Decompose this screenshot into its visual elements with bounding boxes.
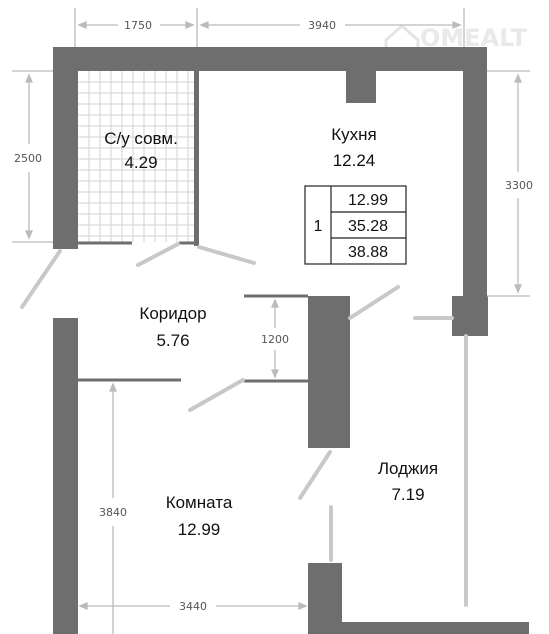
dimension-left-lower: 3840 (99, 506, 127, 519)
dimension-right-kitchen: 3300 (505, 179, 533, 192)
room-area: 12.99 (178, 520, 221, 539)
dimension-top-right: 3940 (308, 19, 336, 32)
table-total-with-loggia: 38.88 (348, 244, 388, 261)
kitchen-name: Кухня (331, 125, 377, 144)
table-rooms-count: 1 (314, 218, 323, 235)
loggia-area: 7.19 (391, 485, 424, 504)
table-total-area: 35.28 (348, 218, 388, 235)
bathroom-area: 4.29 (124, 153, 157, 172)
dimension-bottom: 3440 (179, 600, 207, 613)
room-name: Комната (166, 493, 233, 512)
dimension-corridor: 1200 (261, 333, 289, 346)
dimension-top-left: 1750 (124, 19, 152, 32)
bathroom-name: С/у совм. (104, 129, 178, 148)
corridor-name: Коридор (139, 304, 206, 323)
loggia-name: Лоджия (378, 459, 438, 478)
dimension-left-upper: 2500 (14, 152, 42, 165)
corridor-area: 5.76 (156, 331, 189, 350)
table-living-area: 12.99 (348, 192, 388, 209)
area-table (304, 185, 407, 265)
dimension-lines (12, 8, 530, 634)
walls (53, 47, 529, 634)
bathroom-tile-grid (78, 71, 194, 242)
kitchen-area: 12.24 (333, 151, 376, 170)
door-swings (20, 242, 468, 607)
partitions (78, 241, 308, 383)
